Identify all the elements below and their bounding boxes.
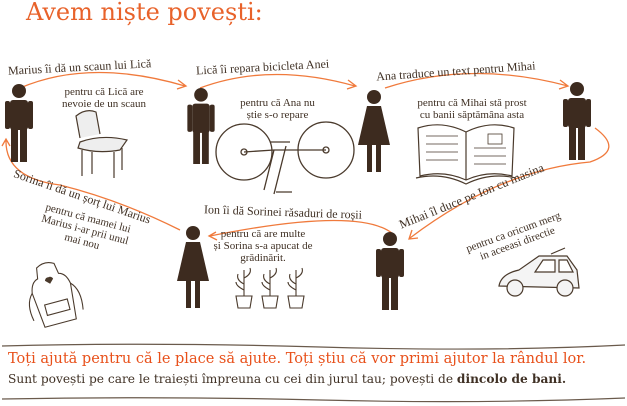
person-lica-icon xyxy=(187,88,215,164)
page-title: Avem niște povești: xyxy=(26,0,263,26)
arrow-ion-sorina xyxy=(207,219,394,241)
reason-line: pentru că Lică are xyxy=(64,86,144,98)
car-icon xyxy=(498,247,580,297)
apron-icon xyxy=(28,262,84,328)
reason-line: nevoie de un scaun xyxy=(62,98,146,110)
reason-line: pentru că are multe xyxy=(220,228,306,240)
person-ana-icon xyxy=(358,90,390,172)
arrow-mihai-ion xyxy=(408,127,610,240)
book-icon xyxy=(415,124,517,185)
person-marius-icon xyxy=(5,84,33,162)
footer-text: Sunt povești pe care le traiești împreun… xyxy=(8,372,566,386)
footer-text-bold: dincolo de bani. xyxy=(456,372,567,386)
bicycle-icon xyxy=(215,121,355,195)
chair-icon xyxy=(75,110,128,178)
arrow-ana-mihai xyxy=(384,72,570,90)
reason-line: știe s-o repare xyxy=(246,109,309,121)
arrow-lica-ana xyxy=(199,73,358,90)
reason-line: grădinărit. xyxy=(240,252,286,264)
reason-line: pentru că Ana nu xyxy=(240,97,315,109)
reason-line: pentru că Mihai stă prost xyxy=(417,97,527,109)
arrow-marius-lica xyxy=(19,71,188,90)
person-sorina-icon xyxy=(177,226,209,308)
reason-line: cu banii săptămâna asta xyxy=(419,109,525,121)
footer-text-regular: Sunt povești pe care le traiești împreun… xyxy=(8,372,457,386)
footer-border xyxy=(1,343,626,403)
footer-headline: Toți ajută pentru că le place să ajute. … xyxy=(8,351,587,367)
reason-line: și Sorina s-a apucat de xyxy=(213,240,313,252)
person-mihai-icon xyxy=(563,82,591,160)
person-ion-icon xyxy=(376,232,404,310)
seedlings-icon xyxy=(235,267,305,309)
